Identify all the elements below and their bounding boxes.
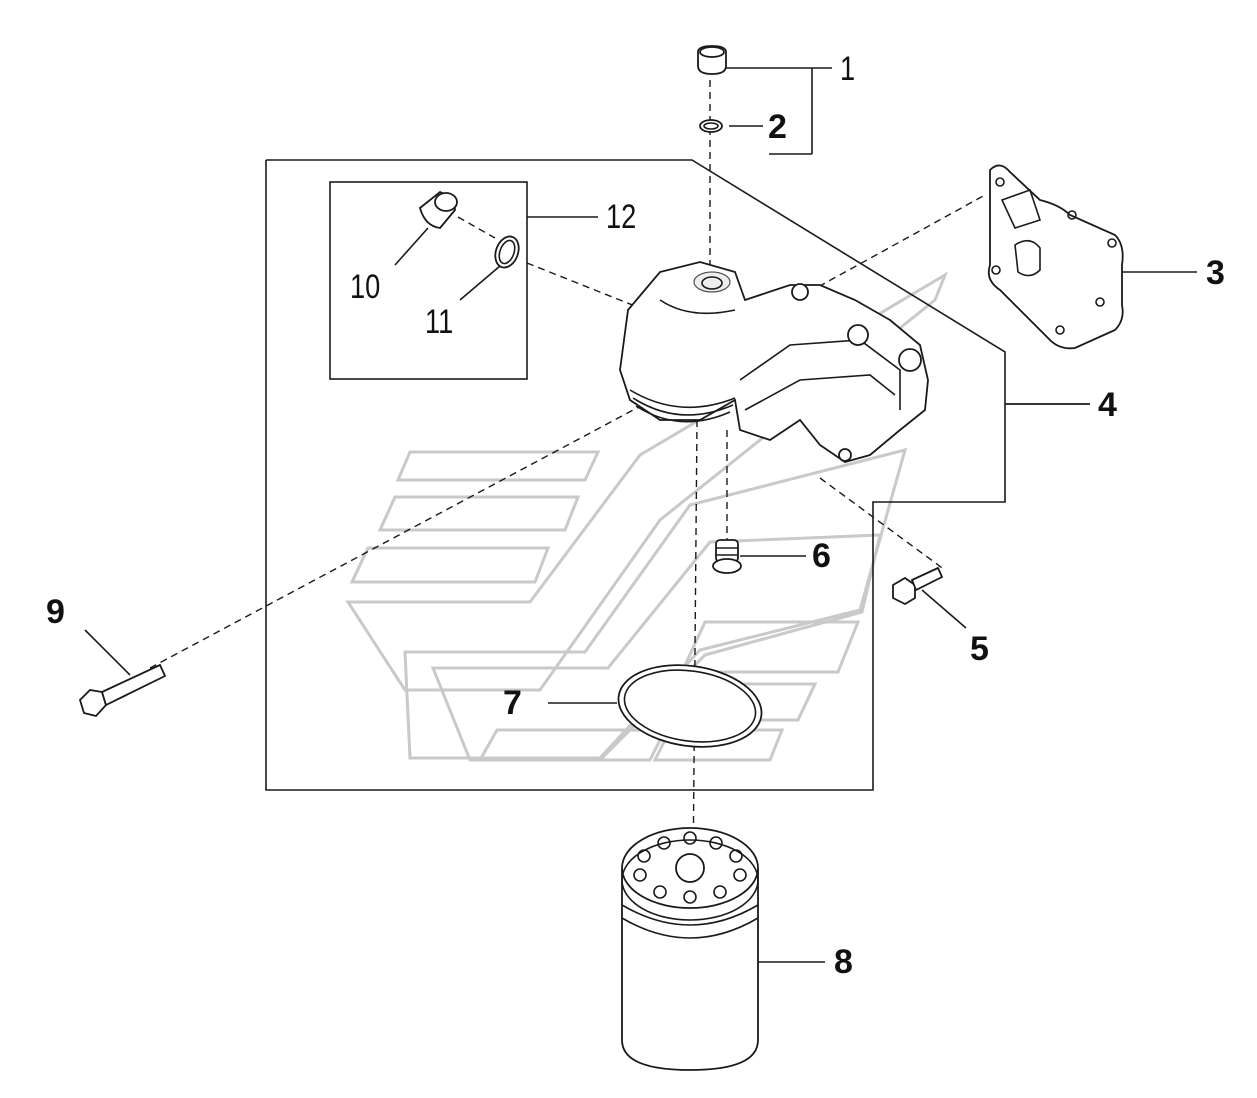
callout-7: 7 bbox=[503, 684, 522, 722]
part-4-filter-head bbox=[619, 261, 929, 463]
part-7-seal-ring bbox=[548, 664, 763, 748]
part-10-plug bbox=[394, 190, 458, 266]
part-11-o-ring bbox=[459, 235, 520, 301]
part-2-o-ring bbox=[699, 119, 723, 133]
part-8-filter-cartridge bbox=[621, 827, 825, 1071]
part-9-long-bolt bbox=[78, 629, 167, 718]
callout-10: 10 bbox=[350, 268, 381, 306]
bracket-1-2 bbox=[726, 67, 832, 155]
inset-box bbox=[329, 181, 598, 380]
callout-4: 4 bbox=[1098, 386, 1117, 424]
part-1-plug bbox=[697, 45, 727, 75]
part-5-bolt bbox=[892, 566, 967, 629]
callout-1: 1 bbox=[840, 50, 856, 88]
callout-12: 12 bbox=[606, 198, 637, 236]
callout-9: 9 bbox=[46, 593, 65, 631]
callout-5: 5 bbox=[970, 630, 989, 668]
callout-2: 2 bbox=[768, 108, 787, 146]
callout-6: 6 bbox=[812, 537, 831, 575]
watermark-logo bbox=[345, 271, 949, 762]
part-3-gasket bbox=[987, 164, 1197, 350]
callout-3: 3 bbox=[1206, 254, 1225, 292]
callout-8: 8 bbox=[834, 943, 853, 981]
callout-11: 11 bbox=[425, 303, 454, 341]
part-6-valve bbox=[712, 539, 806, 574]
part-2-o-ring-inner bbox=[703, 122, 719, 130]
